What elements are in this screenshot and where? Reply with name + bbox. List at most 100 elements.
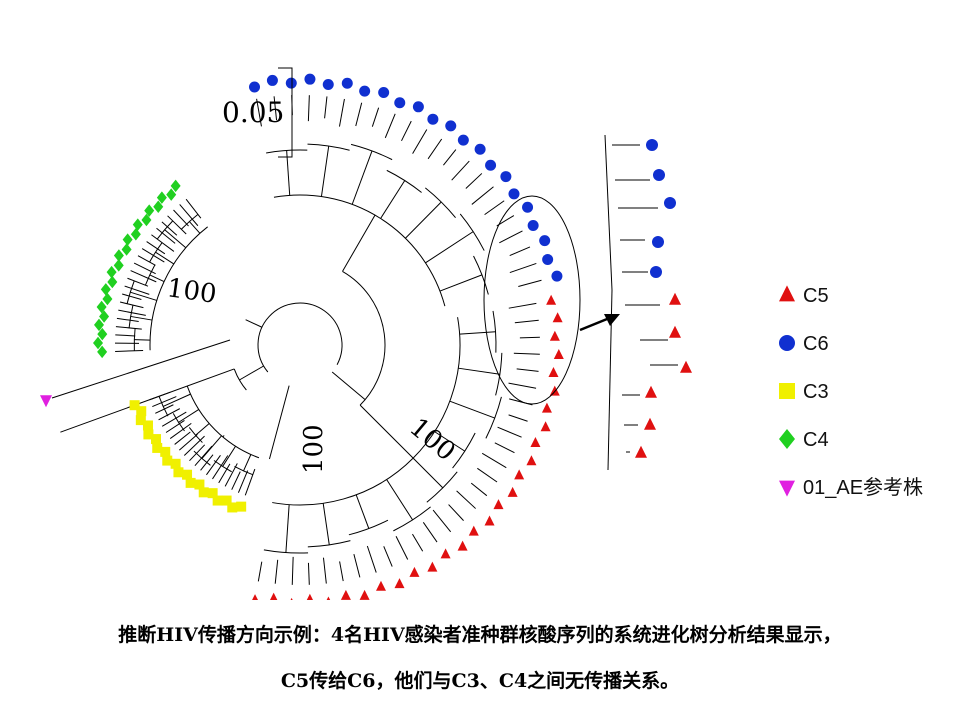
tree-branch	[448, 504, 464, 521]
tree-branch	[243, 454, 252, 472]
diamond-leaf-marker	[166, 188, 177, 201]
tree-branch	[273, 194, 446, 307]
triangle-up-leaf-marker	[552, 312, 563, 323]
circle-leaf-marker	[500, 171, 512, 183]
tree-branch	[425, 231, 474, 264]
tree-branch	[188, 427, 203, 443]
tree-branch	[348, 519, 389, 536]
tree-branch	[161, 221, 178, 236]
tree-branch	[465, 173, 483, 189]
legend-diamond-marker	[779, 429, 795, 449]
triangle-up-leaf-marker	[269, 592, 278, 600]
tree-branch	[412, 457, 444, 489]
tree-branch	[144, 264, 156, 286]
tree-branch	[115, 326, 142, 330]
circle-leaf-marker	[527, 219, 539, 231]
triangle-up-leaf-marker	[340, 589, 351, 600]
tree-branch	[386, 479, 414, 521]
tree-branch	[366, 545, 377, 573]
tree-branch	[200, 454, 214, 471]
tree-branch	[355, 494, 370, 529]
tree-branch	[291, 556, 294, 585]
triangle-up-leaf-marker	[507, 486, 518, 497]
tree-branch	[338, 98, 345, 127]
tree-branch	[130, 270, 157, 283]
zoom-arrow	[579, 314, 620, 332]
tree-branch	[286, 150, 291, 196]
tree-branch	[518, 279, 542, 287]
tree-branch	[256, 98, 262, 127]
tree-branch	[237, 470, 249, 493]
tree-branch	[149, 391, 171, 401]
square-leaf-marker	[182, 469, 193, 480]
circle-leaf-marker	[427, 113, 439, 125]
legend-label: C6	[803, 333, 829, 355]
tree-branch	[161, 411, 187, 427]
circle-leaf-marker	[474, 143, 486, 155]
tree-branch	[443, 149, 457, 166]
tree-branch	[331, 371, 366, 401]
zoom-triangle-up-marker	[669, 292, 681, 305]
circle-leaf-marker	[539, 235, 551, 247]
tree-branch	[459, 213, 485, 251]
tree-branch	[401, 120, 412, 142]
square-leaf-marker	[143, 429, 154, 440]
reference-branch	[51, 339, 231, 399]
tree-branch	[173, 209, 189, 227]
circle-leaf-marker	[542, 253, 554, 265]
diamond-leaf-marker	[153, 200, 164, 213]
diamond-leaf-marker	[122, 233, 133, 246]
square-leaf-marker	[221, 495, 232, 506]
tree-branch	[185, 198, 202, 219]
diamond-leaf-marker	[144, 204, 155, 217]
tree-branch	[499, 230, 523, 244]
tree-branch	[158, 408, 181, 421]
zoom-triangle-up-marker	[680, 360, 692, 373]
tree-branch	[458, 367, 500, 375]
zoom-branch	[607, 289, 613, 471]
triangle-up-leaf-marker	[252, 594, 258, 600]
tree-branch	[412, 129, 428, 154]
circle-leaf-marker	[508, 188, 520, 200]
legend-label: C4	[803, 429, 829, 451]
tree-branch	[383, 546, 393, 567]
legend-item: C5	[779, 285, 829, 307]
circle-leaf-marker	[485, 159, 497, 171]
tree-branch	[119, 301, 144, 309]
square-leaf-marker	[162, 455, 173, 466]
legend-label: C3	[803, 381, 829, 403]
tree-branch	[516, 368, 539, 372]
legend-item: C3	[779, 381, 829, 403]
tree-branch	[124, 285, 150, 295]
triangle-up-leaf-marker	[530, 436, 541, 447]
tree-branch	[231, 471, 241, 490]
square-leaf-marker	[151, 434, 162, 445]
tree-branch	[320, 145, 330, 197]
tree-branch	[494, 442, 515, 454]
square-leaf-marker	[185, 477, 196, 488]
square-leaf-marker	[212, 495, 223, 506]
tree-leaf-markers	[40, 73, 564, 600]
tree-branch	[484, 200, 505, 216]
tree-branch	[492, 310, 497, 353]
tree-branch	[167, 215, 187, 235]
tree-branch	[285, 504, 290, 553]
tree-branch	[307, 95, 310, 122]
tree-branch	[222, 435, 225, 438]
tree-branch	[213, 460, 232, 473]
legend-triangle-up-marker	[779, 285, 795, 302]
tree-branch	[257, 561, 263, 582]
square-leaf-marker	[207, 488, 218, 499]
tree-branch	[339, 561, 344, 582]
circle-leaf-marker	[266, 74, 278, 86]
tree-branch	[470, 482, 488, 497]
tree-branch	[179, 433, 198, 451]
circle-leaf-marker	[445, 120, 457, 132]
tree-branch	[473, 255, 489, 295]
tree-branch	[422, 522, 438, 543]
triangle-up-leaf-marker	[457, 540, 468, 551]
legend-circle-marker	[779, 335, 795, 351]
tree-branch	[355, 102, 363, 127]
tree-branch	[508, 382, 537, 389]
